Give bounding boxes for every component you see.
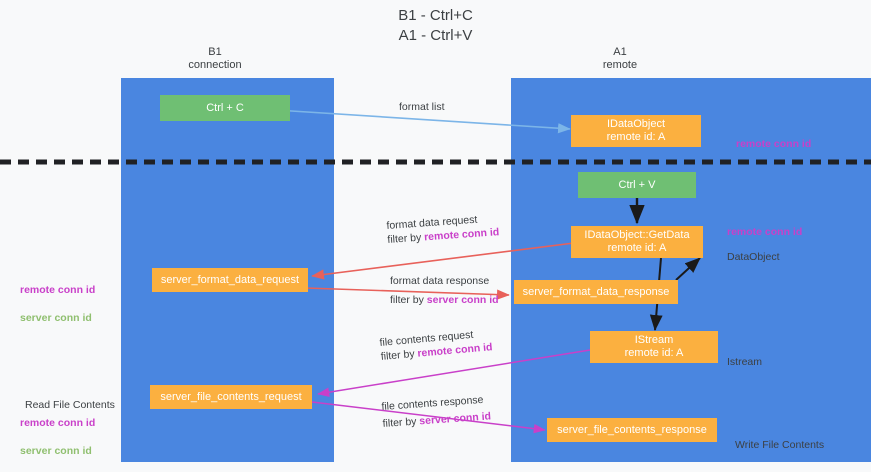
node-idataobject[interactable]: IDataObject remote id: A bbox=[571, 115, 701, 147]
node-idataobject-getdata[interactable]: IDataObject::GetData remote id: A bbox=[571, 226, 703, 258]
server-conn-id-text: server conn id bbox=[20, 445, 92, 457]
side-label-write-file-contents: Write File Contents bbox=[735, 424, 824, 466]
side-label-read-file-contents: Read File Contents bbox=[25, 384, 115, 426]
server-conn-id-keyword: server conn id bbox=[418, 410, 492, 428]
remote-conn-id-text: remote conn id bbox=[20, 284, 96, 296]
node-istream[interactable]: IStream remote id: A bbox=[590, 331, 718, 363]
lane-title-a1: A1 remote bbox=[602, 46, 638, 71]
diagram-title: B1 - Ctrl+C A1 - Ctrl+V bbox=[398, 7, 473, 44]
dataobject-text: DataObject bbox=[727, 251, 780, 263]
edge-label-format-list: format list bbox=[399, 101, 445, 113]
node-server-file-contents-response[interactable]: server_file_contents_response bbox=[547, 418, 717, 442]
filter-prefix: filter by bbox=[380, 347, 418, 363]
istream-text: Istream bbox=[727, 356, 763, 368]
filter-prefix: filter by bbox=[390, 294, 427, 306]
edge-label-file-contents-request: file contents request filter by remote c… bbox=[379, 326, 493, 364]
filter-prefix: filter by bbox=[387, 231, 425, 246]
side-label-dataobject: DataObject bbox=[727, 236, 780, 278]
node-ctrl-c[interactable]: Ctrl + C bbox=[160, 95, 290, 121]
remote-conn-id-text: remote conn id bbox=[727, 226, 803, 238]
node-ctrl-v[interactable]: Ctrl + V bbox=[578, 172, 696, 198]
remote-conn-id-text: remote conn id bbox=[736, 138, 812, 150]
side-label-conn-ids-bottom: remote conn id server conn id bbox=[20, 402, 95, 472]
server-conn-id-text: server conn id bbox=[20, 312, 92, 324]
remote-conn-id-text: remote conn id bbox=[20, 417, 96, 429]
read-file-contents-text: Read File Contents bbox=[25, 399, 115, 411]
server-conn-id-keyword: server conn id bbox=[426, 294, 499, 306]
edge-label-format-data-response-line2: filter by server conn id bbox=[390, 293, 499, 307]
write-file-contents-text: Write File Contents bbox=[735, 439, 825, 451]
edge-label-file-contents-response: file contents response filter by server … bbox=[381, 392, 491, 430]
side-label-conn-ids-mid: remote conn id server conn id bbox=[20, 269, 95, 339]
side-label-remote-conn-id-top: remote conn id bbox=[736, 123, 811, 165]
node-server-format-data-request[interactable]: server_format_data_request bbox=[152, 268, 308, 292]
lane-title-b1: B1 connection bbox=[188, 46, 242, 71]
filter-prefix: filter by bbox=[382, 415, 420, 430]
remote-conn-id-keyword: remote conn id bbox=[423, 226, 500, 244]
side-label-istream: Istream bbox=[727, 341, 762, 383]
node-server-format-data-response[interactable]: server_format_data_response bbox=[514, 280, 678, 304]
node-server-file-contents-request[interactable]: server_file_contents_request bbox=[150, 385, 312, 409]
edge-label-format-data-response: format data response filter by server co… bbox=[390, 274, 499, 307]
side-label-remote-conn-id-mid: remote conn id bbox=[727, 211, 802, 253]
edge-label-format-data-request: format data request filter by remote con… bbox=[386, 211, 500, 247]
edge-label-format-data-response-line1: format data response bbox=[390, 275, 490, 287]
